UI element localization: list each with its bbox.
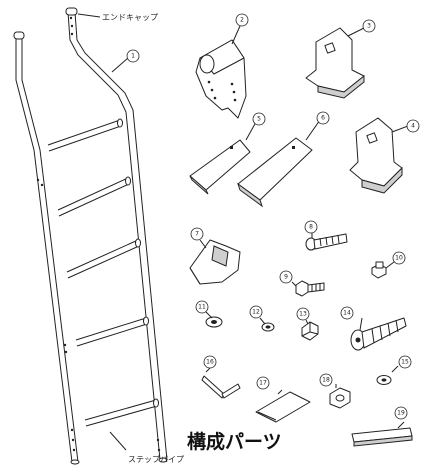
callout-15: 15	[398, 355, 412, 369]
callout-6: 6	[316, 111, 330, 125]
part-13-cap-nut	[301, 319, 319, 341]
callout-17: 17	[256, 376, 270, 390]
part-11-washer	[205, 311, 223, 328]
svg-text:19: 19	[397, 410, 405, 417]
callout-11: 11	[195, 300, 209, 314]
callout-19: 19	[394, 406, 408, 420]
svg-text:14: 14	[343, 310, 351, 317]
part-15-washer	[376, 365, 399, 385]
svg-text:5: 5	[257, 116, 261, 123]
svg-text:17: 17	[259, 380, 267, 387]
svg-text:6: 6	[321, 115, 325, 122]
svg-text:16: 16	[206, 359, 214, 366]
svg-text:15: 15	[401, 359, 409, 366]
svg-text:12: 12	[252, 309, 260, 316]
svg-text:3: 3	[367, 23, 371, 30]
svg-text:8: 8	[309, 224, 313, 231]
svg-text:1: 1	[131, 53, 135, 60]
callout-2: 2	[235, 13, 249, 27]
part-17-pad	[255, 389, 311, 423]
end-cap-label: エンドキャップ	[102, 13, 158, 22]
svg-text:9: 9	[284, 274, 288, 281]
svg-text:7: 7	[195, 231, 199, 238]
svg-text:2: 2	[240, 17, 244, 24]
svg-text:11: 11	[198, 304, 206, 311]
diagram-title: 構成パーツ	[187, 430, 282, 453]
callout-10: 10	[392, 251, 406, 265]
callout-18: 18	[319, 373, 333, 387]
callout-8: 8	[304, 220, 318, 234]
part-16-hex-key	[201, 367, 241, 399]
part-8-bolt	[305, 232, 348, 251]
svg-text:4: 4	[411, 123, 415, 130]
part-12-washer	[259, 317, 275, 332]
part-2-hinge-bracket	[195, 25, 247, 119]
svg-text:13: 13	[299, 311, 307, 318]
svg-text:10: 10	[395, 255, 403, 262]
callout-9: 9	[279, 270, 293, 284]
step-pipe-label: ステップパイプ	[128, 455, 184, 464]
callout-7: 7	[190, 227, 204, 241]
callout-14: 14	[340, 306, 354, 320]
svg-text:18: 18	[322, 377, 330, 384]
part-7-clip-bracket	[189, 239, 241, 285]
part-19-strip	[351, 421, 413, 447]
callout-5: 5	[252, 112, 266, 126]
callout-4: 4	[406, 119, 420, 133]
callout-1: 1	[126, 49, 140, 63]
callout-13: 13	[296, 307, 310, 321]
part-6-plate	[237, 119, 321, 208]
part-4-mount-bracket	[349, 117, 409, 194]
part-10-small-bolt	[371, 261, 395, 279]
callout-12: 12	[249, 305, 263, 319]
callout-3: 3	[362, 19, 376, 33]
callout-16: 16	[203, 355, 217, 369]
part-5-plate	[189, 121, 257, 195]
part-9-hex-bolt	[291, 280, 325, 297]
part-14-long-bolt	[350, 317, 407, 351]
part-18-nut	[329, 384, 351, 409]
ladder-frame	[13, 7, 168, 465]
part-3-mount-bracket	[305, 27, 365, 99]
